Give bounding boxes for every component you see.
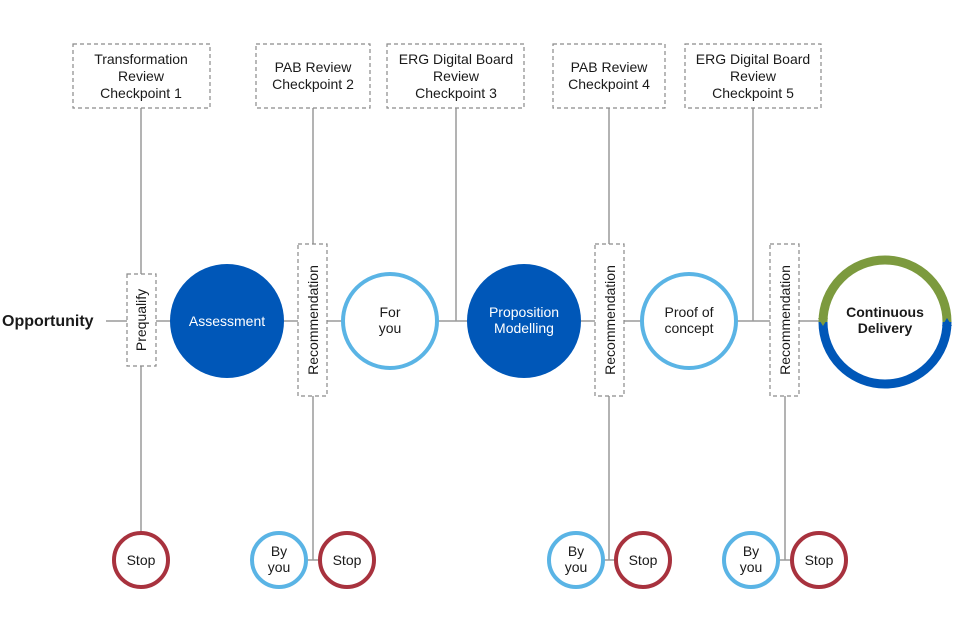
checkpoint-2-box: PAB Review Checkpoint 2 bbox=[255, 43, 371, 109]
proof-of-concept-stage: Proof of concept bbox=[640, 272, 738, 370]
continuous-arrowhead-left bbox=[818, 318, 828, 326]
proposition-circle bbox=[467, 264, 581, 378]
stop-1-label: Stop bbox=[127, 552, 156, 568]
proposition-modelling-stage: Proposition Modelling bbox=[467, 264, 581, 378]
for-you-line-1: For bbox=[380, 304, 401, 320]
continuous-arrowhead-right bbox=[942, 318, 952, 326]
recommendation-gate-3: Recommendation bbox=[769, 243, 800, 397]
stop-5-label: Stop bbox=[805, 552, 834, 568]
prequalify-label: Prequalify bbox=[133, 289, 149, 351]
for-you-circle bbox=[341, 272, 439, 370]
recommendation-gate-1: Recommendation bbox=[297, 243, 328, 397]
checkpoint-2-line-2: Checkpoint 2 bbox=[272, 76, 354, 92]
stop-2-label: Stop bbox=[333, 552, 362, 568]
stop-outcome-1: Stop bbox=[112, 531, 170, 589]
continuous-line-2: Delivery bbox=[858, 320, 913, 336]
assessment-circle bbox=[170, 264, 284, 378]
proposition-line-2: Modelling bbox=[494, 320, 554, 336]
continuous-arc-top bbox=[818, 255, 952, 323]
by-you-2-circle bbox=[250, 531, 308, 589]
by-you-outcome-2: By you bbox=[250, 531, 308, 589]
opportunity-label: Opportunity bbox=[2, 313, 94, 330]
assessment-label: Assessment bbox=[189, 313, 265, 329]
checkpoint-3-line-2: Review bbox=[433, 68, 480, 84]
checkpoint-5-line-1: ERG Digital Board bbox=[696, 51, 810, 67]
proof-circle bbox=[640, 272, 738, 370]
checkpoint-1-line-1: Transformation bbox=[94, 51, 188, 67]
for-you-line-2: you bbox=[379, 320, 402, 336]
checkpoint-5-line-2: Review bbox=[730, 68, 777, 84]
by-you-outcome-4: By you bbox=[547, 531, 605, 589]
checkpoint-1-line-3: Checkpoint 1 bbox=[100, 85, 182, 101]
by-you-4-circle bbox=[547, 531, 605, 589]
checkpoint-5-line-3: Checkpoint 5 bbox=[712, 85, 794, 101]
checkpoint-5-box: ERG Digital Board Review Checkpoint 5 bbox=[684, 43, 822, 109]
checkpoint-4-line-1: PAB Review bbox=[571, 59, 649, 75]
continuous-delivery-stage: Continuous Delivery bbox=[818, 255, 952, 389]
stop-4-label: Stop bbox=[629, 552, 658, 568]
stop-outcome-2: Stop bbox=[318, 531, 376, 589]
stop-4-circle bbox=[614, 531, 672, 589]
stop-outcome-5: Stop bbox=[790, 531, 848, 589]
checkpoint-3-line-1: ERG Digital Board bbox=[399, 51, 513, 67]
checkpoint-2-line-1: PAB Review bbox=[275, 59, 353, 75]
recommendation-gate-2: Recommendation bbox=[594, 243, 625, 397]
by-you-5-line-1: By bbox=[743, 543, 759, 559]
proof-line-2: concept bbox=[664, 320, 713, 336]
checkpoint-1-line-2: Review bbox=[118, 68, 165, 84]
checkpoint-3-line-3: Checkpoint 3 bbox=[415, 85, 497, 101]
by-you-outcome-5: By you bbox=[722, 531, 780, 589]
stop-2-circle bbox=[318, 531, 376, 589]
proposition-line-1: Proposition bbox=[489, 304, 559, 320]
by-you-5-circle bbox=[722, 531, 780, 589]
recommendation-3-label: Recommendation bbox=[777, 265, 793, 375]
assessment-stage: Assessment bbox=[170, 264, 284, 378]
checkpoint-1-box: Transformation Review Checkpoint 1 bbox=[72, 43, 211, 109]
stop-outcome-4: Stop bbox=[614, 531, 672, 589]
proof-line-1: Proof of bbox=[664, 304, 713, 320]
continuous-arc-bottom bbox=[818, 321, 952, 389]
by-you-2-line-1: By bbox=[271, 543, 287, 559]
stop-5-circle bbox=[790, 531, 848, 589]
by-you-5-line-2: you bbox=[740, 559, 763, 575]
for-you-stage: For you bbox=[341, 272, 439, 370]
continuous-line-1: Continuous bbox=[846, 304, 924, 320]
checkpoint-4-line-2: Checkpoint 4 bbox=[568, 76, 650, 92]
checkpoint-4-box: PAB Review Checkpoint 4 bbox=[552, 43, 666, 109]
recommendation-1-label: Recommendation bbox=[305, 265, 321, 375]
stop-1-circle bbox=[112, 531, 170, 589]
by-you-4-line-2: you bbox=[565, 559, 588, 575]
prequalify-gate: Prequalify bbox=[126, 273, 157, 367]
by-you-2-line-2: you bbox=[268, 559, 291, 575]
recommendation-2-label: Recommendation bbox=[602, 265, 618, 375]
by-you-4-line-1: By bbox=[568, 543, 584, 559]
checkpoint-3-box: ERG Digital Board Review Checkpoint 3 bbox=[386, 43, 525, 109]
